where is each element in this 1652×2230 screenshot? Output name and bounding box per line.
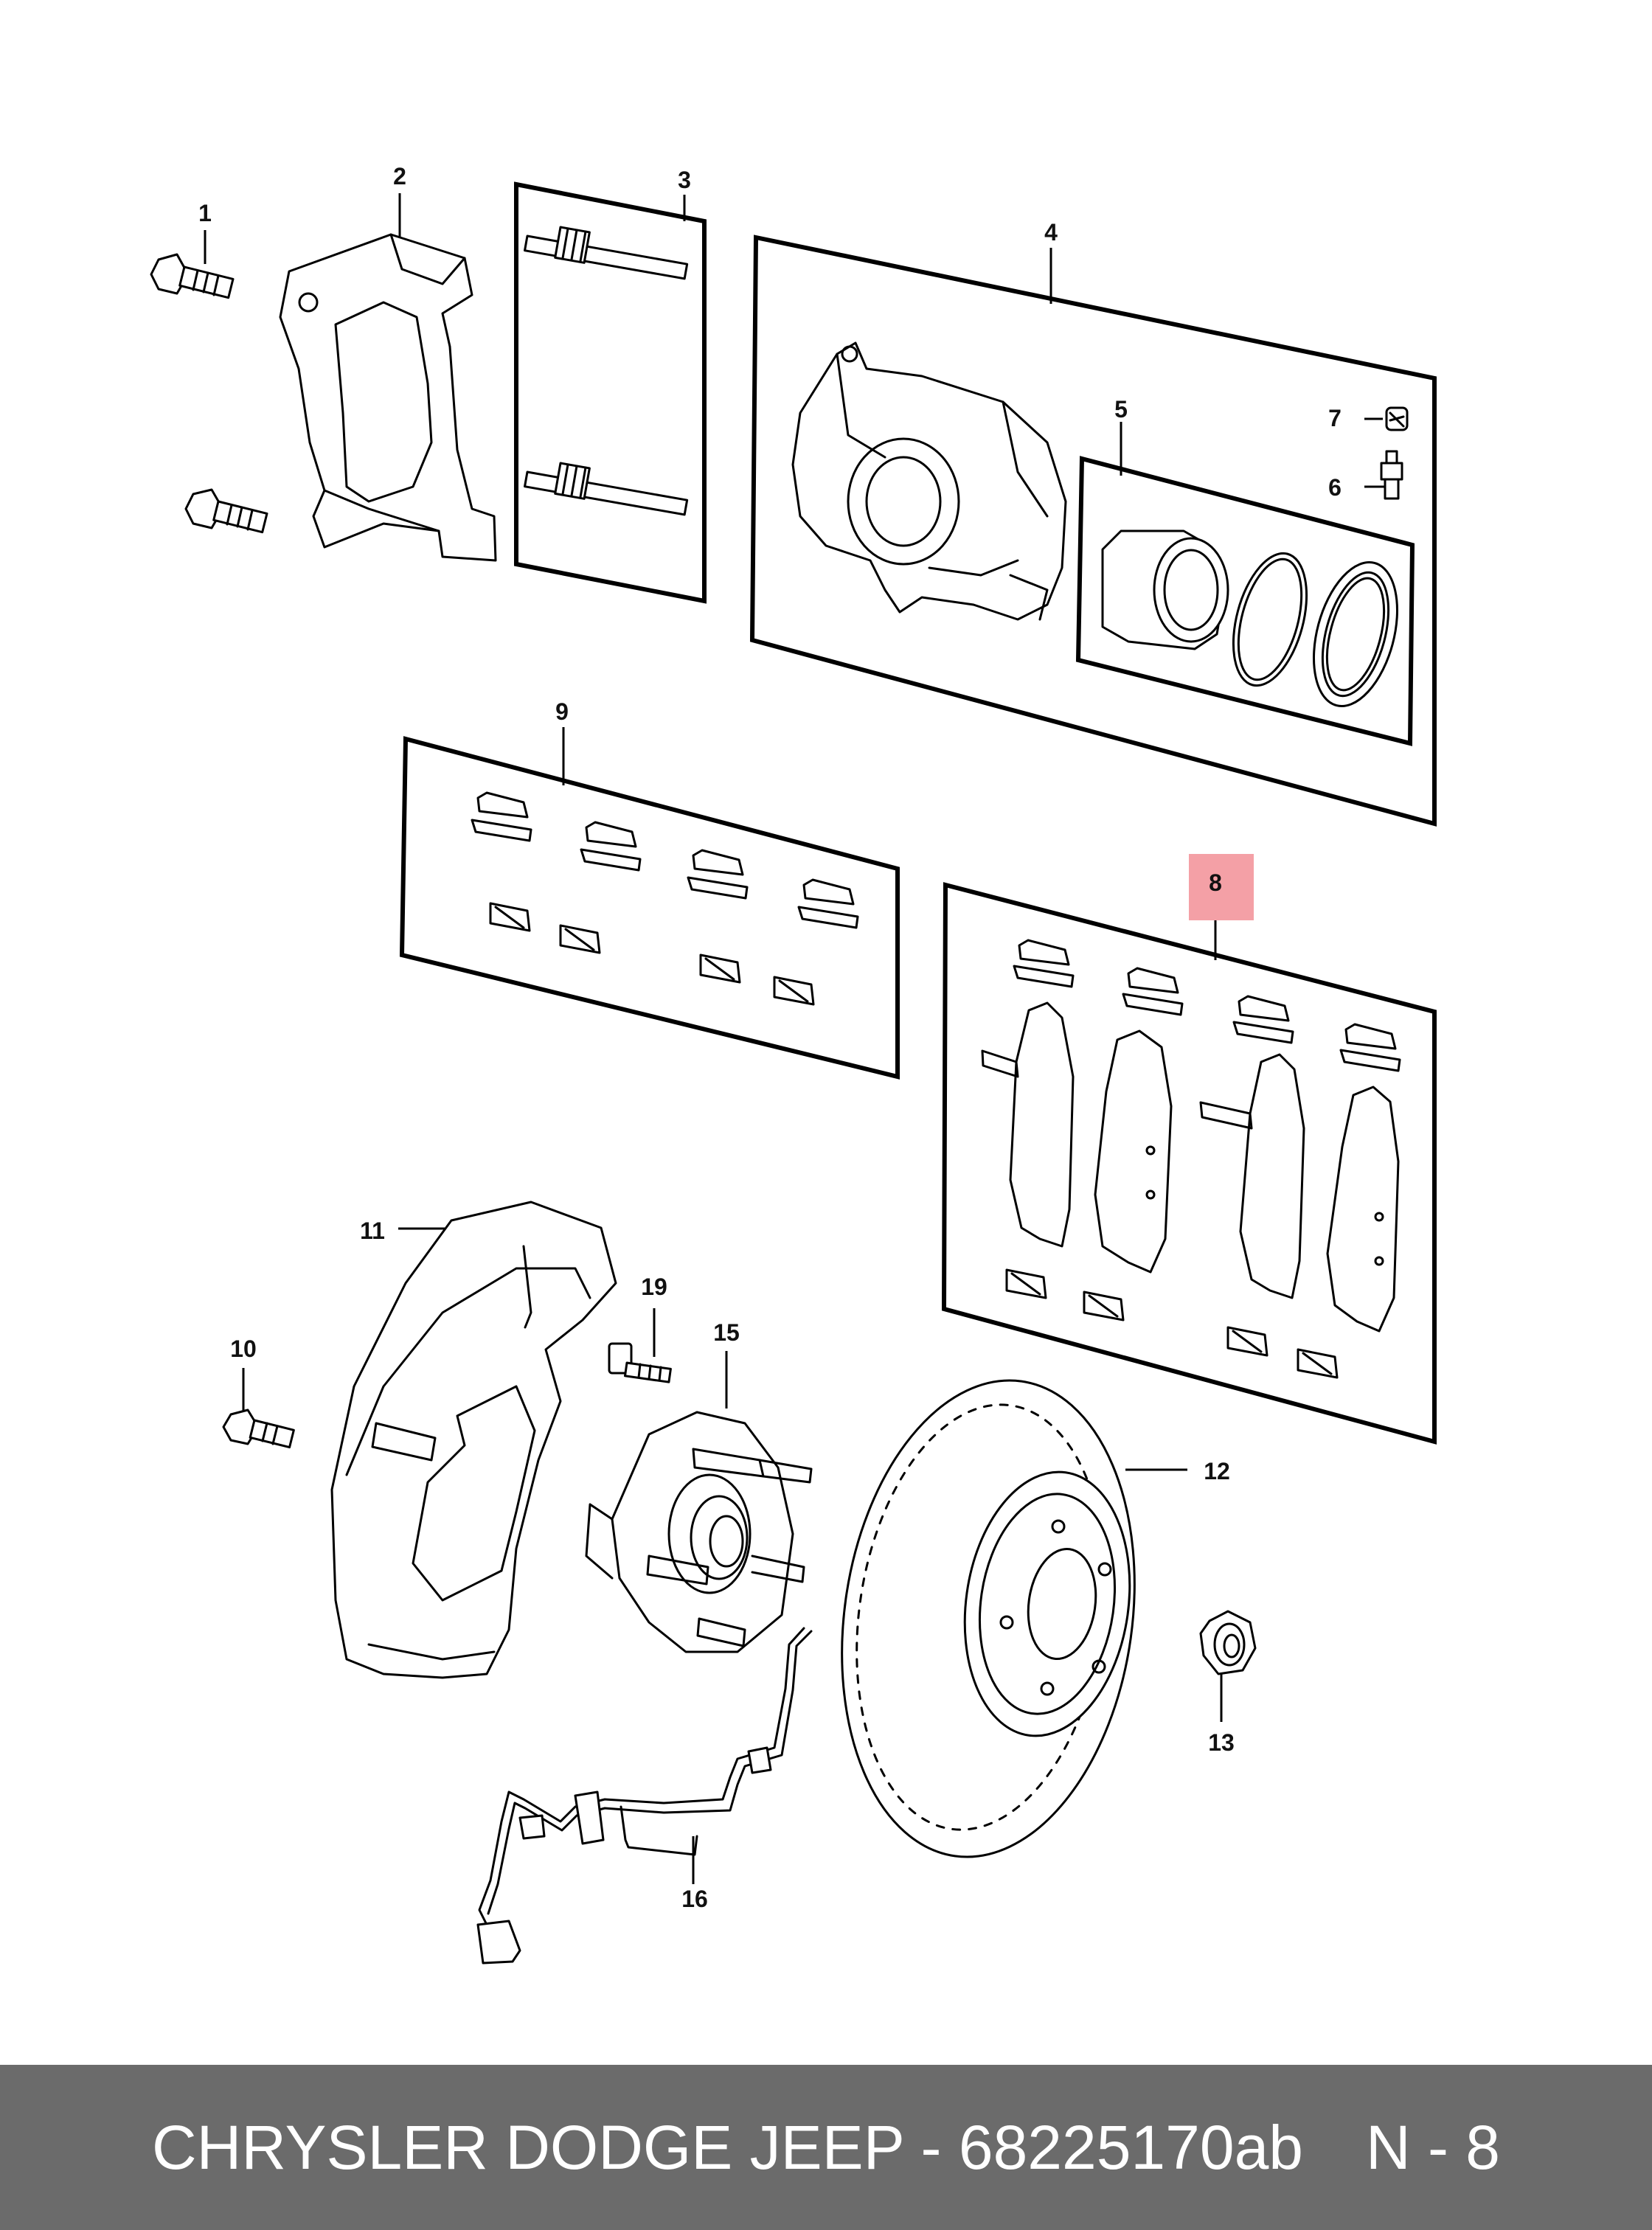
callout-11: 11 xyxy=(360,1218,385,1244)
callout-16: 16 xyxy=(681,1886,708,1912)
guide-pins-part-3 xyxy=(524,226,689,516)
callout-3: 3 xyxy=(678,167,691,193)
kit-frame-8 xyxy=(941,882,1437,1445)
splash-shield-part-11 xyxy=(330,1201,617,1679)
callout-2: 2 xyxy=(393,163,406,190)
callout-4: 4 xyxy=(1044,219,1058,246)
footer-callout-code: N - 8 xyxy=(1365,2113,1500,2182)
callout-9: 9 xyxy=(555,698,569,725)
footer-bar xyxy=(0,2065,1652,2230)
hex-nut-part-13 xyxy=(1199,1610,1257,1675)
callout-13: 13 xyxy=(1208,1729,1235,1756)
speed-sensor-part-16 xyxy=(476,1627,813,1965)
callout-19: 19 xyxy=(641,1274,667,1300)
kit-frame-3 xyxy=(514,181,707,604)
callout-10: 10 xyxy=(230,1335,257,1362)
rotor-part-12 xyxy=(841,1379,1136,1858)
parts-diagram: 1 2 3 4 5 6 7 8 9 10 11 12 13 15 16 19 xyxy=(150,163,1437,1965)
caliper-bracket-part-2 xyxy=(279,233,497,562)
kit-frame-5 xyxy=(1075,456,1415,746)
callout-1: 1 xyxy=(198,200,212,226)
kit-frame-4 xyxy=(749,235,1437,827)
callout-6: 6 xyxy=(1328,474,1342,501)
brake-pad-kit-part-8 xyxy=(981,939,1401,1379)
bleeder-screw-part-6 xyxy=(1380,450,1403,500)
stud-part-19 xyxy=(608,1342,672,1383)
kit-frame-9 xyxy=(399,736,900,1080)
callout-8-highlight xyxy=(1189,854,1254,920)
clips-kit-part-9 xyxy=(471,791,859,1006)
bleeder-cap-part-7 xyxy=(1385,406,1409,431)
callout-12: 12 xyxy=(1204,1458,1230,1484)
bolt-part-10 xyxy=(222,1408,295,1449)
callout-8: 8 xyxy=(1209,869,1222,896)
callout-15: 15 xyxy=(713,1319,740,1346)
callout-5: 5 xyxy=(1114,396,1128,423)
hub-bearing-part-15 xyxy=(585,1411,813,1653)
bolt-part-1 xyxy=(150,253,268,534)
caliper-housing-part-4 xyxy=(791,341,1067,621)
piston-seal-part-5 xyxy=(1101,529,1399,708)
footer-part-title: CHRYSLER DODGE JEEP - 68225170ab xyxy=(152,2113,1304,2182)
callout-7: 7 xyxy=(1328,405,1342,431)
